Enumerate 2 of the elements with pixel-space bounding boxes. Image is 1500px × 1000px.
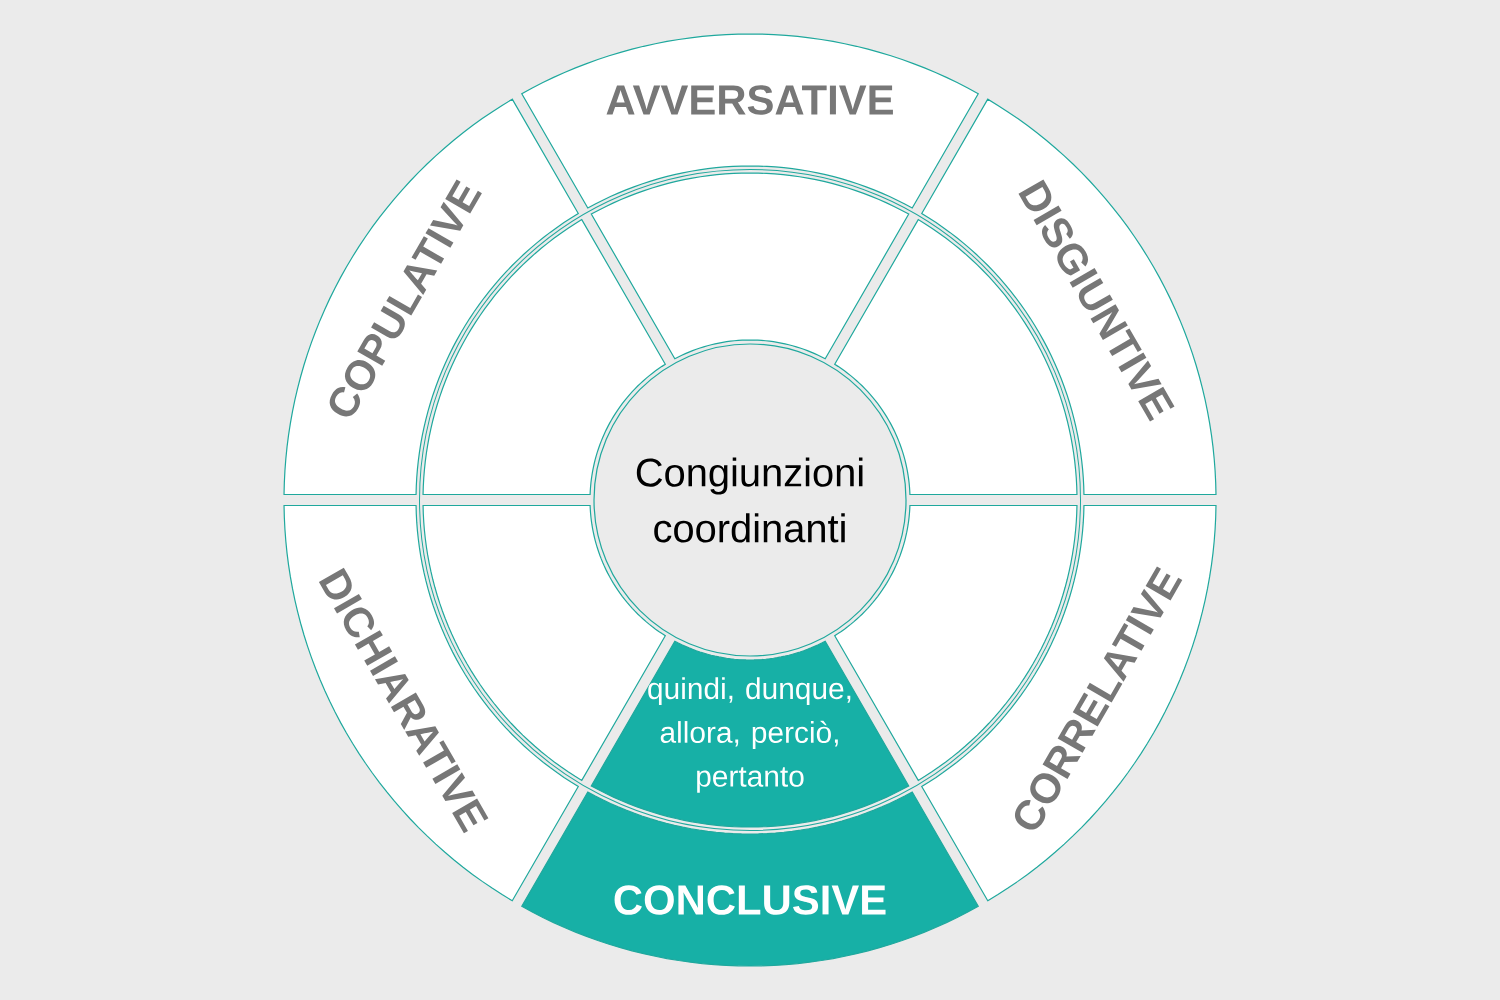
segment: quindi, dunque, allora, perciò, pertanto	[590, 640, 910, 828]
segment	[590, 172, 910, 360]
